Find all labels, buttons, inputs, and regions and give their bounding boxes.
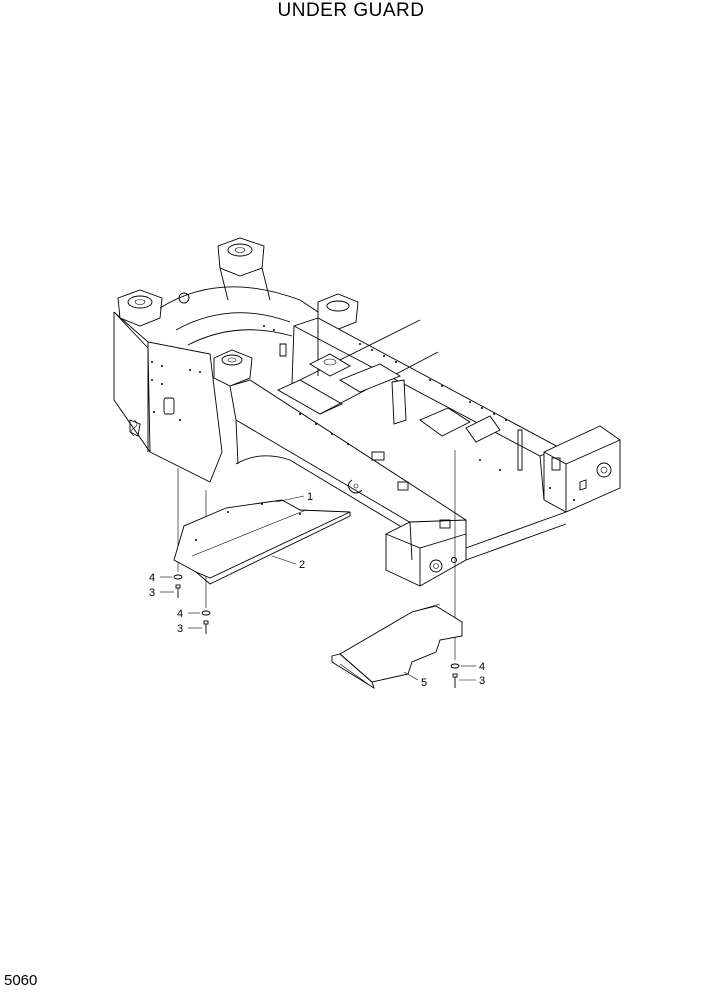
- page-title: UNDER GUARD: [277, 0, 425, 21]
- callout-2: 2: [299, 559, 305, 571]
- callout-3b: 3: [177, 623, 183, 635]
- callout-3a: 3: [149, 587, 155, 599]
- upper-frame: [113, 237, 621, 587]
- under-guard-right-part: [331, 603, 463, 690]
- callout-4a: 4: [149, 572, 155, 584]
- callout-1: 1: [307, 491, 313, 503]
- callout-4c: 4: [479, 661, 485, 673]
- callout-4b: 4: [177, 608, 183, 620]
- fastener-set-c: [450, 663, 476, 688]
- fastener-set-b: [188, 610, 211, 634]
- fastener-set-a: [160, 574, 183, 598]
- callout-3c: 3: [479, 675, 485, 687]
- callout-5: 5: [421, 677, 427, 689]
- page-number: 5060: [4, 972, 38, 989]
- rivet-dots: [151, 325, 575, 501]
- under-guard-left-part: [173, 499, 351, 585]
- callout-leaders: [271, 495, 419, 681]
